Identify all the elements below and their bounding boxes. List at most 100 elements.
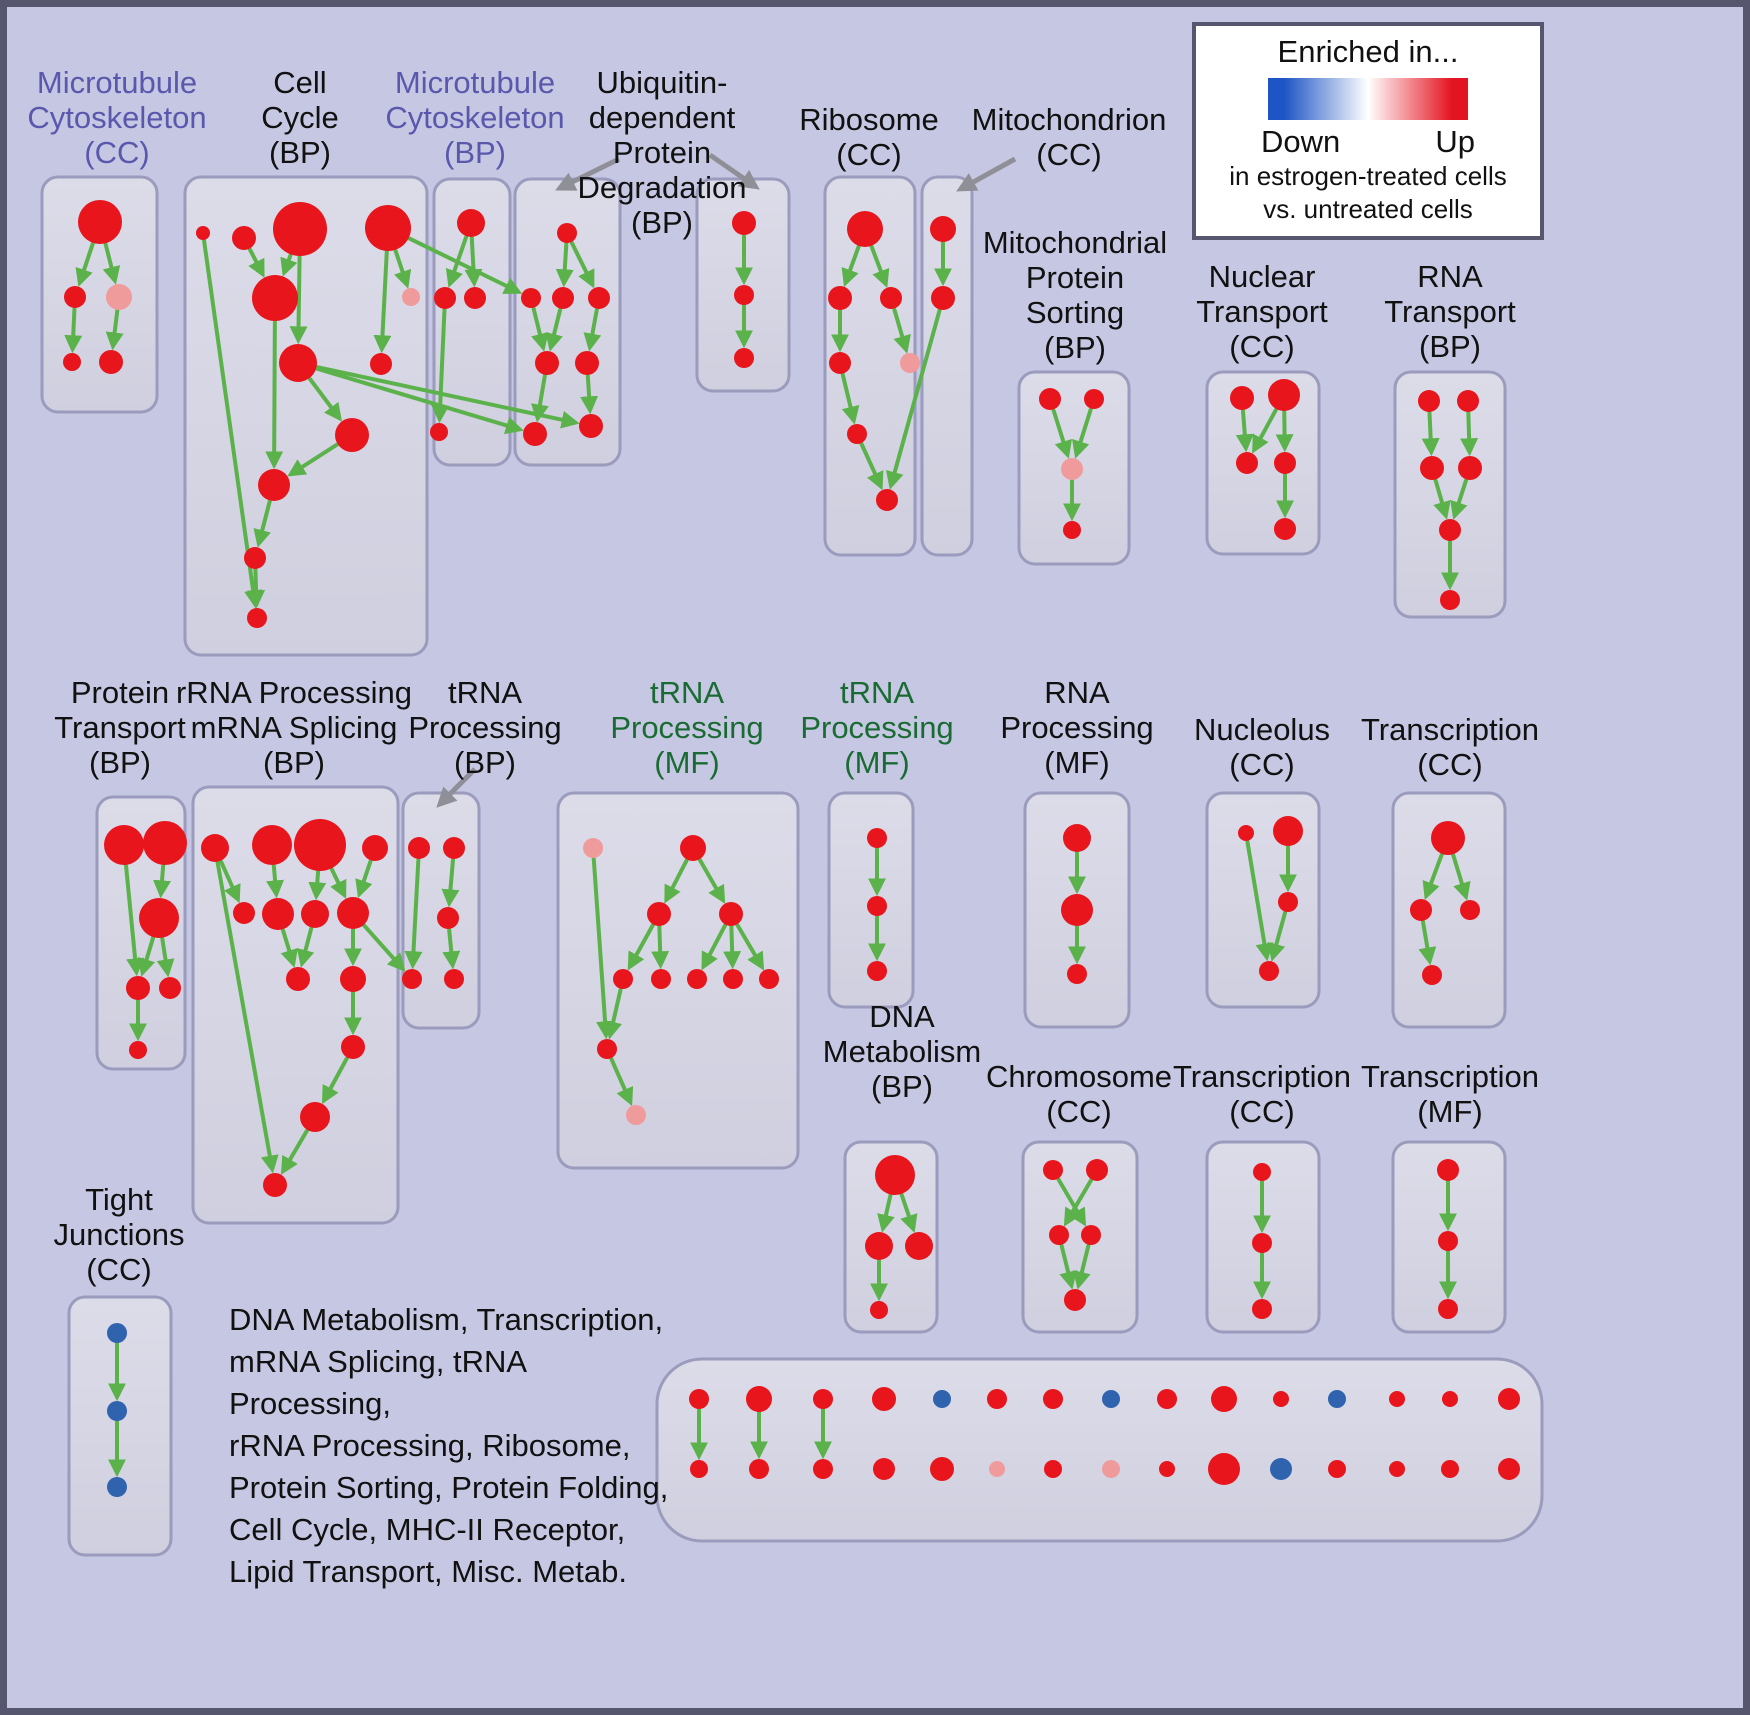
gene-node — [867, 961, 887, 981]
edge-arrow — [1235, 408, 1254, 453]
edge-arrow — [64, 306, 83, 354]
gene-node — [1268, 379, 1300, 411]
edge-arrow — [265, 319, 284, 470]
gene-node — [1441, 1460, 1459, 1478]
gene-node — [63, 353, 81, 371]
group-box — [1391, 791, 1507, 1029]
gene-node — [930, 216, 956, 242]
edge-arrow — [531, 373, 549, 423]
group-box — [655, 1357, 1544, 1543]
edge-arrow — [840, 372, 860, 425]
gene-node — [408, 837, 430, 859]
gene-node — [1086, 1159, 1108, 1181]
edge-arrow — [735, 923, 765, 971]
gene-node — [444, 969, 464, 989]
gene-node — [201, 834, 229, 862]
edge-arrow — [545, 307, 563, 352]
gene-node — [597, 1039, 617, 1059]
legend-up-label: Up — [1435, 124, 1475, 159]
edge-arrow — [1059, 1243, 1077, 1290]
gene-node — [583, 838, 603, 858]
gene-node — [258, 469, 290, 501]
gene-node — [647, 902, 671, 926]
label-pointer-arrow — [708, 152, 760, 190]
gene-node — [159, 977, 181, 999]
edge-arrow — [1433, 478, 1451, 520]
gene-node — [1498, 1458, 1520, 1480]
edge-arrow — [393, 248, 412, 289]
enrichment-network-figure — [40, 152, 1544, 1557]
edge-arrow — [156, 936, 175, 978]
edge-arrow — [664, 858, 689, 904]
edge-arrow — [431, 307, 450, 424]
gene-node — [1208, 1453, 1240, 1485]
gene-node — [575, 351, 599, 375]
gene-node — [252, 825, 292, 865]
gene-node — [900, 353, 920, 373]
gene-node — [1438, 1299, 1458, 1319]
gene-node — [126, 976, 150, 1000]
gene-node — [847, 424, 867, 444]
edge-arrow — [315, 366, 524, 435]
legend: Enriched in... Down Up in estrogen-treat… — [1192, 22, 1544, 240]
gene-node — [107, 1323, 127, 1343]
group-box — [67, 1295, 173, 1557]
gene-node — [335, 418, 369, 452]
gene-node — [1252, 1233, 1272, 1253]
edge-arrow — [609, 1057, 634, 1107]
gene-node — [1067, 964, 1087, 984]
gene-node — [247, 608, 267, 628]
gene-node — [370, 353, 392, 375]
gene-node — [1273, 1391, 1289, 1407]
gene-node — [233, 902, 255, 924]
legend-down-label: Down — [1261, 124, 1341, 159]
gene-node — [99, 350, 123, 374]
gene-node — [340, 966, 366, 992]
gene-node — [294, 819, 346, 871]
edge-arrow — [1460, 410, 1479, 457]
group-box — [1393, 370, 1507, 619]
gene-node — [905, 1232, 933, 1260]
edge-arrow — [1450, 478, 1469, 520]
gene-node — [402, 288, 420, 306]
gene-node — [523, 422, 547, 446]
annotation-arrows-layer — [436, 152, 1017, 808]
gene-node — [300, 1102, 330, 1132]
edge-arrow — [555, 241, 574, 288]
edge-arrow — [869, 244, 890, 288]
gene-node — [734, 285, 754, 305]
gene-node — [337, 897, 369, 929]
gene-node — [872, 1387, 896, 1411]
gene-node — [1439, 519, 1461, 541]
group-box — [1205, 370, 1321, 556]
edge-arrow — [253, 499, 272, 548]
edge-arrow — [1072, 407, 1093, 459]
gene-node — [557, 223, 577, 243]
edge-arrow — [877, 1193, 895, 1233]
gene-node — [759, 969, 779, 989]
edge-arrow — [1245, 839, 1274, 962]
legend-down-up-row: Down Up — [1261, 124, 1475, 160]
gene-node — [286, 967, 310, 991]
gene-node — [129, 1041, 147, 1059]
gene-node — [301, 900, 329, 928]
edge-arrow — [531, 306, 549, 352]
edge-arrow — [153, 863, 171, 899]
edge-arrow — [1051, 408, 1072, 459]
edge-arrow — [580, 373, 599, 415]
edge-arrow — [899, 1192, 918, 1234]
edge-arrow — [1252, 407, 1278, 454]
edge-arrow — [75, 241, 95, 287]
gene-node — [273, 202, 327, 256]
edge-arrow — [362, 923, 406, 972]
gene-node — [1328, 1390, 1346, 1408]
gene-node — [1440, 590, 1460, 610]
edge-arrow — [1267, 910, 1288, 962]
edge-arrow — [701, 923, 727, 971]
gene-node — [1061, 894, 1093, 926]
gene-node — [252, 275, 298, 321]
group-box — [1021, 1140, 1139, 1334]
gene-node — [930, 1457, 954, 1481]
gene-node — [279, 344, 317, 382]
